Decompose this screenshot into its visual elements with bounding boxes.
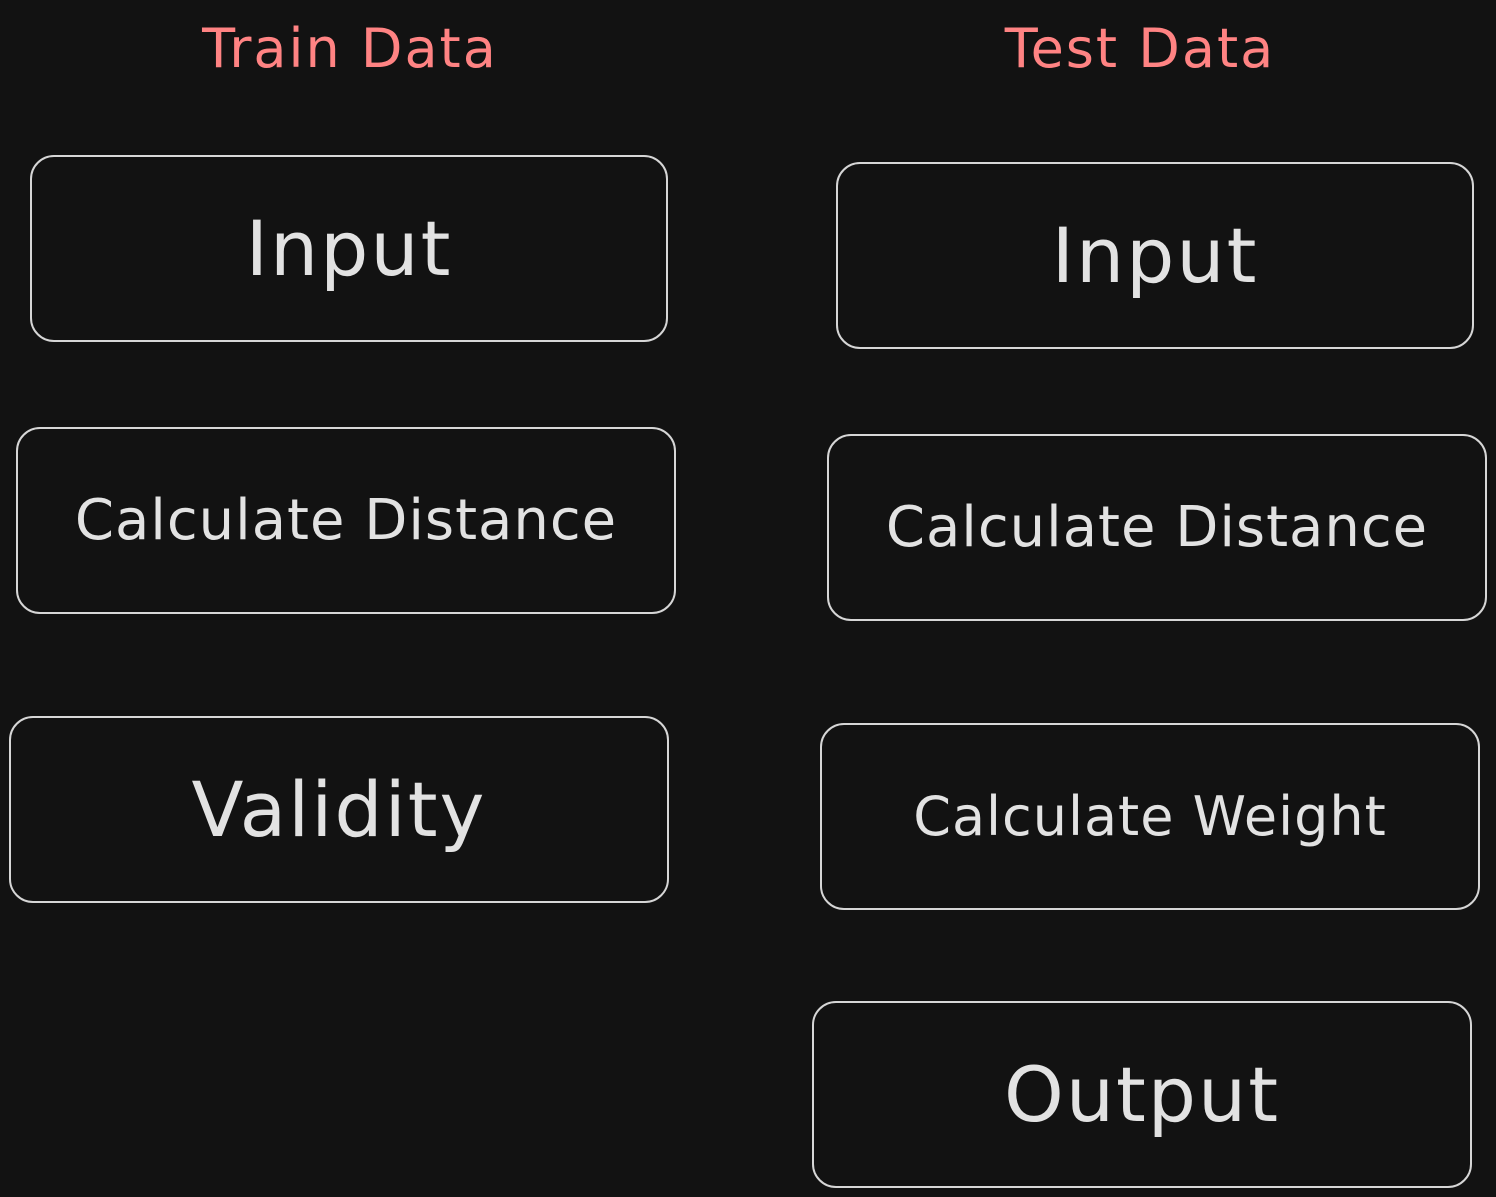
test-calculate-weight-label: Calculate Weight bbox=[913, 784, 1387, 848]
test-input-box[interactable]: Input bbox=[836, 162, 1474, 349]
test-output-box[interactable]: Output bbox=[812, 1001, 1472, 1188]
train-data-title: Train Data bbox=[202, 17, 498, 80]
test-calculate-distance-box[interactable]: Calculate Distance bbox=[827, 434, 1487, 621]
test-output-label: Output bbox=[1004, 1049, 1280, 1139]
train-calculate-distance-box[interactable]: Calculate Distance bbox=[16, 427, 676, 614]
test-calculate-weight-box[interactable]: Calculate Weight bbox=[820, 723, 1480, 910]
train-validity-label: Validity bbox=[191, 764, 487, 854]
train-calculate-distance-label: Calculate Distance bbox=[74, 487, 618, 553]
train-validity-box[interactable]: Validity bbox=[9, 716, 669, 903]
train-input-label: Input bbox=[245, 203, 453, 293]
train-input-box[interactable]: Input bbox=[30, 155, 668, 342]
test-data-title: Test Data bbox=[1004, 17, 1276, 80]
test-calculate-distance-label: Calculate Distance bbox=[885, 494, 1429, 560]
test-input-label: Input bbox=[1051, 210, 1259, 300]
